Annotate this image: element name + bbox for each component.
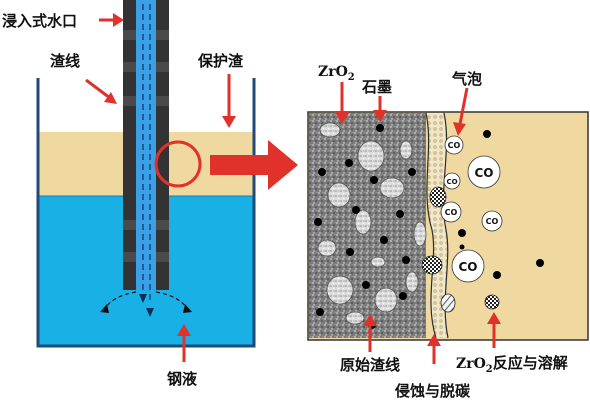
graphite-particle xyxy=(346,248,354,256)
graphite-particle xyxy=(380,236,388,244)
zro2-grain xyxy=(319,122,341,138)
graphite-particle xyxy=(352,206,360,214)
outflow-left-head xyxy=(100,304,109,313)
slag-particle xyxy=(459,244,465,250)
arrow-zro2-head xyxy=(335,112,349,124)
slag-particle xyxy=(483,130,491,138)
submerged-entry-nozzle xyxy=(100,0,192,317)
outflow-right-head xyxy=(183,304,192,313)
arrow-steel-head xyxy=(177,324,191,336)
slag-particle xyxy=(458,229,466,237)
graphite-particle xyxy=(370,176,378,184)
slag-line-highlight-circle xyxy=(154,140,202,188)
arrow-nozzle-head xyxy=(113,13,124,27)
slag-particle xyxy=(536,259,544,267)
zro2-grain xyxy=(370,256,386,268)
co-label: CO xyxy=(445,208,458,217)
zro2-grain xyxy=(374,287,398,313)
arrow-original-slag-line-head xyxy=(363,314,377,326)
zro2-grain xyxy=(379,177,405,199)
graphite-particle xyxy=(318,168,326,176)
arrow-bubble-head xyxy=(453,122,466,136)
co-label: CO xyxy=(474,166,493,180)
co-label: CO xyxy=(448,141,461,150)
zro2-grains xyxy=(317,122,427,325)
label-erosion: 侵蚀与脱碳 xyxy=(394,382,471,400)
zro2-grain xyxy=(354,209,372,235)
label-molten-steel: 钢液 xyxy=(167,370,198,388)
graphite-particle xyxy=(376,124,384,132)
co-bubble xyxy=(481,210,503,232)
arrow-slag-line-head xyxy=(104,92,117,104)
co-label: CO xyxy=(486,217,499,226)
arrow-bubble xyxy=(458,87,469,125)
zoom-arrow xyxy=(210,140,298,190)
arrow-erosion-head xyxy=(427,334,441,346)
slag-particle xyxy=(493,271,501,279)
label-zro2: ZrO2 xyxy=(318,64,355,83)
reacting-zro2-grain xyxy=(421,255,443,275)
arrow-protective-slag-head xyxy=(222,116,236,128)
graphite-particle xyxy=(345,159,353,167)
co-bubble xyxy=(467,155,501,189)
reacting-zro2-grain xyxy=(429,186,447,208)
graphite-particle xyxy=(402,256,410,264)
co-bubble xyxy=(440,201,462,223)
label-nozzle: 浸入式水口 xyxy=(2,12,77,30)
arrow-slag-line xyxy=(85,78,111,100)
label-slag-line: 渣线 xyxy=(50,52,80,70)
right-pointer-arrows xyxy=(335,82,501,364)
nozzle-bore xyxy=(136,0,156,290)
dissolved-zro2-particle xyxy=(484,294,500,310)
label-graphite: 石墨 xyxy=(361,78,392,96)
graphite-particle xyxy=(314,218,322,226)
mold-wall xyxy=(36,78,256,348)
zro2-grain xyxy=(399,140,413,160)
zro2-grain xyxy=(317,239,337,257)
co-label: CO xyxy=(446,178,457,186)
arrow-reaction-head xyxy=(487,312,501,324)
flow-arrowhead xyxy=(146,308,154,317)
dissolving-zro2-grain xyxy=(440,293,456,313)
graphite-particle xyxy=(399,292,407,300)
zro2-grain xyxy=(345,311,365,325)
label-reaction: ZrO2反应与溶解 xyxy=(456,354,568,375)
label-protective-slag: 保护渣 xyxy=(197,52,244,70)
graphite-particle xyxy=(408,168,416,176)
label-original-slag-line: 原始渣线 xyxy=(340,356,400,374)
arrow-graphite-head xyxy=(373,110,387,122)
graphite-particle xyxy=(362,281,370,289)
original-interface xyxy=(425,112,437,339)
graphite-particle xyxy=(316,308,324,316)
left-pointer-arrows xyxy=(85,13,236,362)
zro2-grain xyxy=(357,140,385,172)
decarburized-layer xyxy=(426,113,448,338)
zro2-grain xyxy=(413,221,427,247)
label-bubble: 气泡 xyxy=(451,70,482,88)
co-label: CO xyxy=(458,260,477,274)
co-bubble xyxy=(443,172,461,190)
co-bubbles: CO CO CO CO CO CO xyxy=(440,135,503,283)
co-bubble xyxy=(451,249,485,283)
zro2-grain xyxy=(327,182,351,208)
zro2-grain xyxy=(326,275,354,305)
zro2-grain xyxy=(405,271,419,293)
co-bubble xyxy=(444,135,464,155)
flow-arrowhead xyxy=(139,294,147,303)
graphite-particle xyxy=(396,210,404,218)
